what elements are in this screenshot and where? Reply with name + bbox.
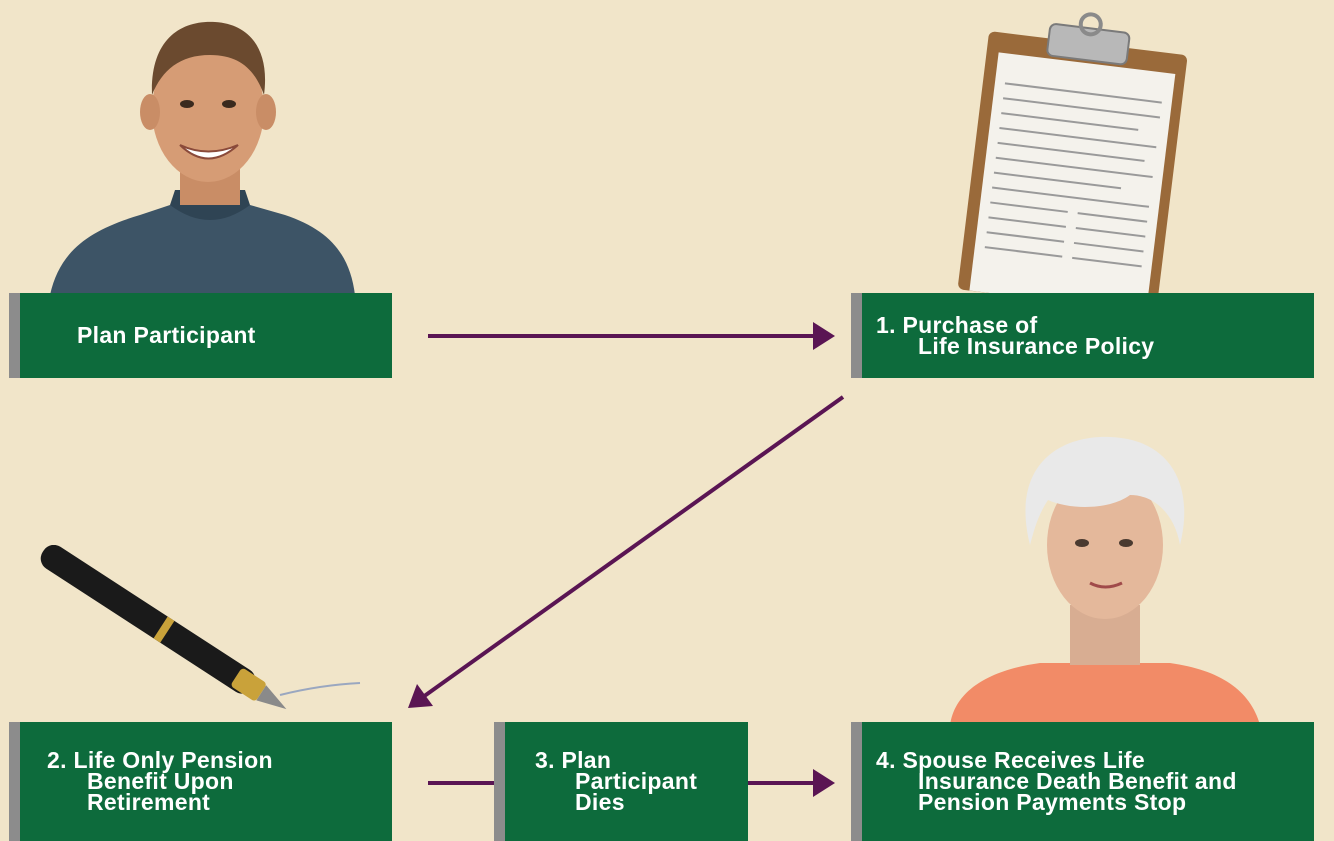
node-label-line: Participant xyxy=(575,768,698,794)
man-illustration xyxy=(50,21,355,295)
node-label-line: 1. Purchase of xyxy=(876,311,1038,338)
node-label-line: Pension Payments Stop xyxy=(918,789,1187,815)
node-label-line: Benefit Upon xyxy=(87,768,234,794)
node-label-line: 4. Spouse Receives Life xyxy=(876,747,1145,773)
node-plan-participant: Plan Participant xyxy=(9,293,392,378)
node-purchase-life-insurance: 1. Purchase of Life Insurance Policy xyxy=(851,293,1314,378)
arrow-participant-to-purchase xyxy=(428,322,835,350)
woman-illustration xyxy=(950,436,1260,725)
node-label-line: Plan Participant xyxy=(77,322,256,348)
node-label-line: 3. Plan xyxy=(535,747,612,773)
pen-illustration xyxy=(40,545,361,710)
node-spouse-receives-benefit: 4. Spouse Receives Life Insurance Death … xyxy=(851,722,1314,841)
arrow-purchase-to-life-only xyxy=(408,395,845,708)
node-label-line: Life Insurance Policy xyxy=(918,332,1155,359)
node-label-line: Dies xyxy=(575,789,625,815)
node-life-only-pension: 2. Life Only Pension Benefit Upon Retire… xyxy=(9,722,392,841)
node-label-line: Insurance Death Benefit and xyxy=(918,768,1237,794)
node-participant-dies: 3. Plan Participant Dies xyxy=(494,722,748,841)
arrow-dies-to-spouse xyxy=(748,769,835,797)
node-label-line: Retirement xyxy=(87,789,211,815)
node-label-line: 2. Life Only Pension xyxy=(47,747,273,773)
clipboard-illustration xyxy=(958,12,1188,298)
